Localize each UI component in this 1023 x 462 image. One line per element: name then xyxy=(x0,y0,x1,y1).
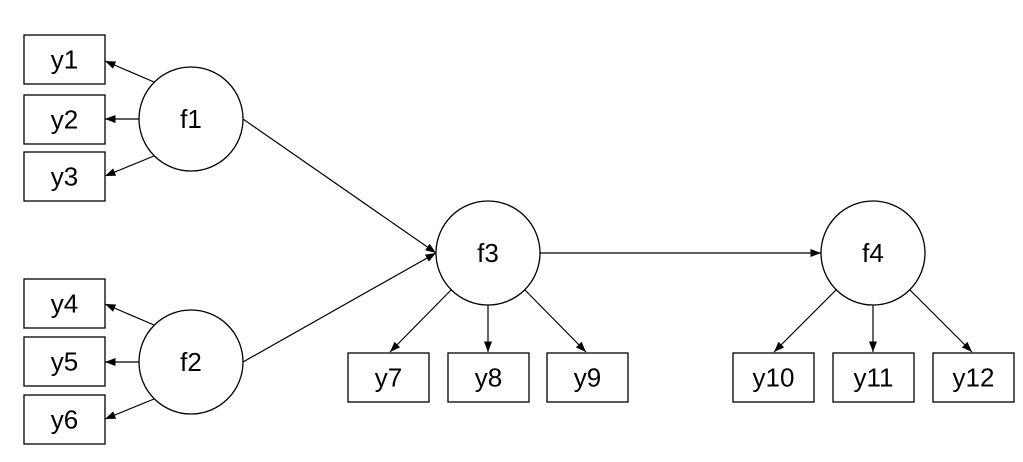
edge-f3-y9 xyxy=(524,289,587,353)
label-y7: y7 xyxy=(375,363,402,393)
latent-node-f1 xyxy=(138,66,244,172)
observed-node-y3 xyxy=(23,151,106,202)
node-labels: f1 f2 f3 f4 y1 y2 y3 y4 y5 y6 y7 y8 y9 y… xyxy=(51,45,995,435)
label-y3: y3 xyxy=(51,162,78,192)
latent-node-f4 xyxy=(820,200,926,306)
edge-f3-y7 xyxy=(389,289,452,353)
label-y11: y11 xyxy=(854,363,894,393)
observed-node-y9 xyxy=(546,352,629,403)
observed-node-y6 xyxy=(23,394,106,445)
latent-nodes xyxy=(138,66,926,415)
label-y10: y10 xyxy=(753,363,795,393)
observed-node-y1 xyxy=(23,34,106,85)
observed-node-y5 xyxy=(23,336,106,387)
label-y1: y1 xyxy=(51,45,78,75)
observed-nodes xyxy=(23,34,1015,445)
label-f3: f3 xyxy=(477,238,499,268)
edge-f4-y12 xyxy=(909,289,973,353)
latent-node-f3 xyxy=(435,200,541,306)
edge-f2-y4 xyxy=(104,303,155,326)
label-y4: y4 xyxy=(51,289,78,319)
label-y8: y8 xyxy=(475,363,502,393)
label-f2: f2 xyxy=(180,347,202,377)
edge-f2-f3 xyxy=(242,252,437,363)
label-y6: y6 xyxy=(51,405,78,435)
observed-node-y4 xyxy=(23,278,106,329)
label-y5: y5 xyxy=(51,347,78,377)
edge-f4-y10 xyxy=(773,289,837,353)
observed-node-y11 xyxy=(832,352,915,403)
label-f4: f4 xyxy=(862,238,884,268)
observed-node-y10 xyxy=(732,352,815,403)
edges xyxy=(104,60,973,420)
edge-f1-y1 xyxy=(104,60,155,83)
label-y9: y9 xyxy=(574,363,601,393)
label-y12: y12 xyxy=(953,363,995,393)
label-f1: f1 xyxy=(180,104,202,134)
observed-node-y7 xyxy=(347,352,430,403)
edge-f1-f3 xyxy=(242,118,437,254)
observed-node-y2 xyxy=(23,94,106,145)
observed-node-y12 xyxy=(932,352,1015,403)
latent-node-f2 xyxy=(138,309,244,415)
edge-f2-y6 xyxy=(104,398,155,420)
observed-node-y8 xyxy=(447,352,530,403)
label-y2: y2 xyxy=(51,105,78,135)
edge-f1-y3 xyxy=(104,155,155,177)
